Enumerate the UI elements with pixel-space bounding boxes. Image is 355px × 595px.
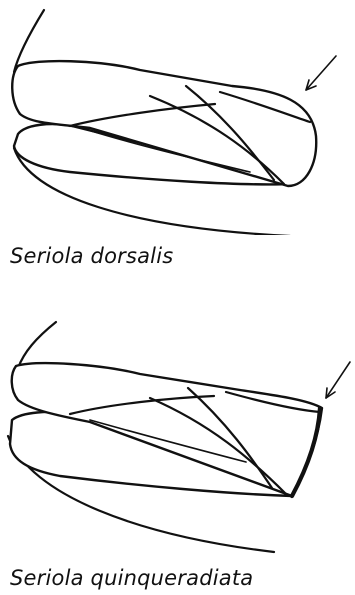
- caption-quinqueradiata: Seriola quinqueradiata: [10, 566, 253, 590]
- jaw-drawing-dorsalis: [0, 0, 355, 235]
- caption-dorsalis: Seriola dorsalis: [10, 244, 173, 268]
- bone-stem: [18, 322, 56, 368]
- arrow-shaft: [306, 56, 336, 90]
- jaw-illustration-dorsalis: [0, 0, 355, 235]
- jaw-drawing-quinqueradiata: [0, 300, 355, 560]
- jaw-illustration-quinqueradiata: [0, 300, 355, 560]
- arrow-shaft: [326, 362, 350, 398]
- arrow-head: [326, 388, 335, 398]
